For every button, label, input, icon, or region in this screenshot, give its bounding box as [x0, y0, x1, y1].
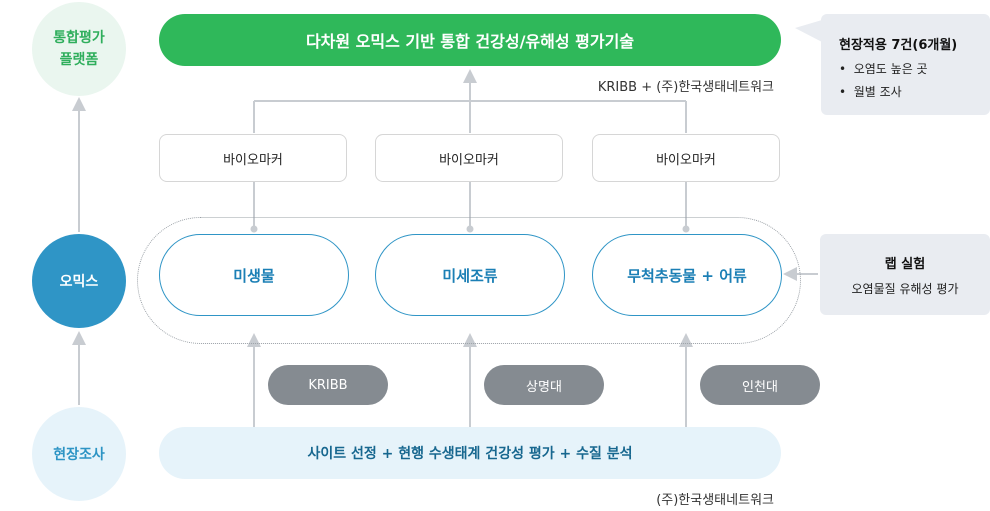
biomarker-label: 바이오마커 [656, 152, 716, 168]
organism-label: 미생물 [233, 266, 275, 285]
institution-kribb: KRIBB [268, 365, 388, 405]
callout-field-bullet-2: • 월별 조사 [839, 85, 902, 99]
stage-omics: 오믹스 [32, 234, 126, 328]
organism-microbes: 미생물 [159, 234, 349, 316]
organism-label: 무척추동물 + 어류 [627, 266, 747, 285]
callout-lab-experiment: 랩 실험 오염물질 유해성 평가 [820, 234, 990, 315]
biomarker-label: 바이오마커 [223, 152, 283, 168]
callout-tail [795, 20, 822, 42]
bottom-bar-title: 사이트 선정 + 현행 수생태계 건강성 평가 + 수질 분석 [307, 446, 633, 462]
bullet-dot-icon: • [839, 85, 854, 99]
biomarker-box-1: 바이오마커 [159, 134, 347, 182]
bottom-bar-credit: (주)한국생태네트워크 [656, 493, 774, 508]
bottom-bar: 사이트 선정 + 현행 수생태계 건강성 평가 + 수질 분석 [159, 427, 781, 479]
stage-bottom-label: 현장조사 [53, 447, 105, 463]
omics-group-container [137, 217, 801, 344]
bullet-dot-icon: • [839, 62, 854, 76]
organism-invertebrates-fish: 무척추동물 + 어류 [592, 234, 782, 316]
organism-microalgae: 미세조류 [375, 234, 565, 316]
stage-field-survey: 현장조사 [32, 407, 126, 501]
biomarker-label: 바이오마커 [439, 152, 499, 168]
biomarker-box-2: 바이오마커 [375, 134, 563, 182]
institution-label: 상명대 [526, 379, 562, 395]
top-bar-credit: KRIBB + (주)한국생태네트워크 [597, 80, 774, 95]
callout-field-title: 현장적용 7건(6개월) [839, 38, 958, 53]
top-bar: 다차원 오믹스 기반 통합 건강성/유해성 평가기술 [159, 14, 781, 66]
institution-incheon: 인천대 [700, 365, 820, 405]
callout-field-application: 현장적용 7건(6개월) • 오염도 높은 곳 • 월별 조사 [821, 14, 990, 115]
callout-lab-title: 랩 실험 [884, 256, 926, 272]
stage-top-line1: 통합평가 [53, 30, 105, 46]
callout-lab-text: 오염물질 유해성 평가 [851, 281, 959, 296]
institution-label: KRIBB [308, 377, 348, 393]
institution-sangmyung: 상명대 [484, 365, 604, 405]
stage-middle-label: 오믹스 [59, 274, 99, 290]
top-bar-title: 다차원 오믹스 기반 통합 건강성/유해성 평가기술 [305, 32, 635, 51]
organism-label: 미세조류 [442, 266, 498, 285]
institution-label: 인천대 [742, 379, 778, 395]
stage-integrated-platform: 통합평가 플랫폼 [32, 2, 126, 96]
biomarker-box-3: 바이오마커 [592, 134, 780, 182]
stage-top-line2: 플랫폼 [59, 52, 99, 68]
callout-field-bullet-1: • 오염도 높은 곳 [839, 62, 928, 76]
